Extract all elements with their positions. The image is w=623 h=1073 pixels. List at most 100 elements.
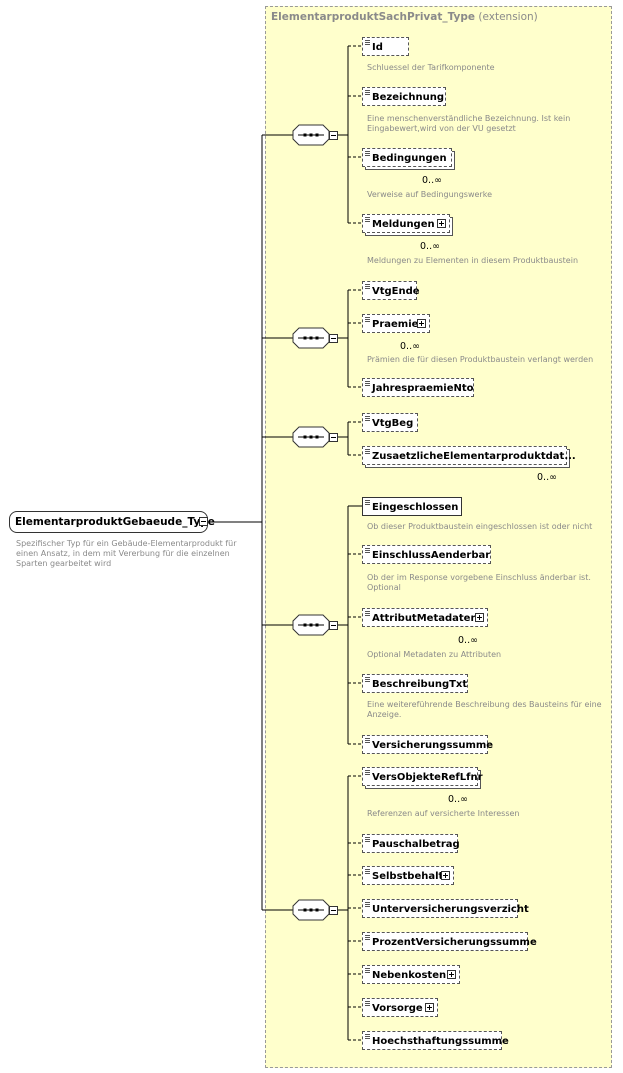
element-icon bbox=[365, 500, 370, 505]
collapse-icon[interactable] bbox=[329, 433, 338, 442]
element-eingeschlossen[interactable]: Eingeschlossen bbox=[362, 497, 462, 516]
element-cardinality: 0..∞ bbox=[400, 341, 420, 352]
element-label: ZusaetzlicheElementarproduktdat... bbox=[372, 451, 576, 462]
element-vtgbeg[interactable]: VtgBeg bbox=[362, 413, 418, 432]
element-pauschalbetrag[interactable]: Pauschalbetrag bbox=[362, 834, 460, 853]
element-label: Id bbox=[372, 42, 383, 53]
element-documentation: Optional Metadaten zu Attributen bbox=[367, 650, 502, 659]
element-versobjektereflfnr[interactable]: VersObjekteRefLfnr bbox=[362, 767, 483, 786]
element-icon bbox=[365, 770, 370, 775]
element-icon bbox=[365, 1001, 370, 1006]
element-icon bbox=[365, 90, 370, 95]
element-documentation: Schluessel der Tarifkomponente bbox=[367, 63, 495, 72]
element-unterversicherungsverzicht[interactable]: Unterversicherungsverzicht bbox=[362, 899, 529, 918]
element-icon bbox=[365, 151, 370, 156]
element-label: VtgEnde bbox=[372, 286, 420, 297]
element-cardinality: 0..∞ bbox=[458, 635, 478, 646]
sequence-dot bbox=[315, 908, 319, 912]
sequence-dot bbox=[309, 336, 313, 340]
sequence-dot bbox=[303, 908, 307, 912]
collapse-icon[interactable] bbox=[199, 517, 208, 526]
sequence-dot bbox=[309, 908, 313, 912]
sequence-dot bbox=[303, 133, 307, 137]
element-icon bbox=[365, 416, 370, 421]
sequence-dot bbox=[315, 435, 319, 439]
collapse-icon[interactable] bbox=[329, 334, 338, 343]
element-documentation: Eine menschenverständliche Bezeichnung. … bbox=[367, 114, 571, 133]
sequence-dot bbox=[315, 623, 319, 627]
sequence-dot bbox=[309, 435, 313, 439]
element-label: VtgBeg bbox=[372, 418, 414, 429]
collapse-icon[interactable] bbox=[329, 131, 338, 140]
element-label: Pauschalbetrag bbox=[372, 839, 460, 850]
element-icon bbox=[365, 317, 370, 322]
expand-icon[interactable] bbox=[437, 219, 446, 228]
element-icon bbox=[365, 837, 370, 842]
element-cardinality: 0..∞ bbox=[537, 472, 557, 483]
extension-box bbox=[265, 6, 612, 1068]
root-type-node[interactable]: ElementarproduktGebaeude_Type bbox=[9, 511, 215, 533]
element-icon bbox=[365, 611, 370, 616]
element-selbstbehalt[interactable]: Selbstbehalt bbox=[362, 866, 454, 885]
element-label: Bedingungen bbox=[372, 153, 447, 164]
element-documentation: Meldungen zu Elementen in diesem Produkt… bbox=[367, 256, 579, 265]
element-nebenkosten[interactable]: Nebenkosten bbox=[362, 965, 460, 984]
element-icon bbox=[365, 902, 370, 907]
extension-qualifier: (extension) bbox=[475, 11, 538, 23]
expand-icon[interactable] bbox=[425, 1003, 434, 1012]
sequence-dot bbox=[315, 336, 319, 340]
element-documentation: Ob dieser Produktbaustein eingeschlossen… bbox=[367, 522, 593, 531]
element-cardinality: 0..∞ bbox=[448, 794, 468, 805]
element-icon bbox=[365, 1034, 370, 1039]
element-icon bbox=[365, 968, 370, 973]
element-cardinality: 0..∞ bbox=[422, 175, 442, 186]
element-label: JahrespraemieNto bbox=[372, 383, 474, 394]
element-label: ProzentVersicherungssumme bbox=[372, 937, 537, 948]
expand-icon[interactable] bbox=[475, 613, 484, 622]
element-documentation: Prämien die für diesen Produktbaustein v… bbox=[367, 355, 594, 364]
element-einschlussaenderbar[interactable]: EinschlussAenderbar bbox=[362, 545, 491, 564]
element-praemie[interactable]: Praemie bbox=[362, 314, 430, 333]
element-documentation: Eine weitereführende Beschreibung des Ba… bbox=[367, 700, 602, 719]
element-id[interactable]: Id bbox=[362, 37, 409, 56]
element-label: Selbstbehalt bbox=[372, 871, 444, 882]
element-prozentversicherungssumme[interactable]: ProzentVersicherungssumme bbox=[362, 932, 537, 951]
element-meldungen[interactable]: Meldungen bbox=[362, 214, 450, 233]
expand-icon[interactable] bbox=[417, 319, 426, 328]
element-label: EinschlussAenderbar bbox=[372, 550, 491, 561]
element-vorsorge[interactable]: Vorsorge bbox=[362, 998, 438, 1017]
collapse-icon[interactable] bbox=[329, 906, 338, 915]
element-icon bbox=[365, 677, 370, 682]
element-label: Praemie bbox=[372, 319, 419, 330]
element-bezeichnung[interactable]: Bezeichnung bbox=[362, 87, 446, 106]
element-icon bbox=[365, 935, 370, 940]
sequence-dot bbox=[315, 133, 319, 137]
element-versicherungssumme[interactable]: Versicherungssumme bbox=[362, 735, 493, 754]
element-icon bbox=[365, 738, 370, 743]
element-bedingungen[interactable]: Bedingungen bbox=[362, 148, 452, 167]
element-cardinality: 0..∞ bbox=[420, 241, 440, 252]
element-label: AttributMetadaten bbox=[372, 613, 478, 624]
sequence-dot bbox=[303, 336, 307, 340]
element-attributmetadaten[interactable]: AttributMetadaten bbox=[362, 608, 488, 627]
element-zusaetzlicheelementarproduktdat[interactable]: ZusaetzlicheElementarproduktdat... bbox=[362, 446, 576, 465]
collapse-icon[interactable] bbox=[329, 621, 338, 630]
sequence-dot bbox=[309, 623, 313, 627]
expand-icon[interactable] bbox=[447, 970, 456, 979]
element-label: Hoechsthaftungssumme bbox=[372, 1036, 509, 1047]
extension-title: ElementarproduktSachPrivat_Type (extensi… bbox=[271, 11, 538, 23]
element-icon bbox=[365, 869, 370, 874]
element-jahrespraemiento[interactable]: JahrespraemieNto bbox=[362, 378, 474, 397]
element-icon bbox=[365, 40, 370, 45]
element-beschreibungtxt[interactable]: BeschreibungTxt bbox=[362, 674, 468, 693]
sequence-dot bbox=[303, 623, 307, 627]
element-hoechsthaftungssumme[interactable]: Hoechsthaftungssumme bbox=[362, 1031, 509, 1050]
element-label: Bezeichnung bbox=[372, 92, 444, 103]
element-vtgende[interactable]: VtgEnde bbox=[362, 281, 420, 300]
sequence-dot bbox=[303, 435, 307, 439]
expand-icon[interactable] bbox=[441, 871, 450, 880]
element-label: VersObjekteRefLfnr bbox=[372, 772, 483, 783]
element-label: Vorsorge bbox=[372, 1003, 423, 1014]
element-label: Nebenkosten bbox=[372, 970, 447, 981]
